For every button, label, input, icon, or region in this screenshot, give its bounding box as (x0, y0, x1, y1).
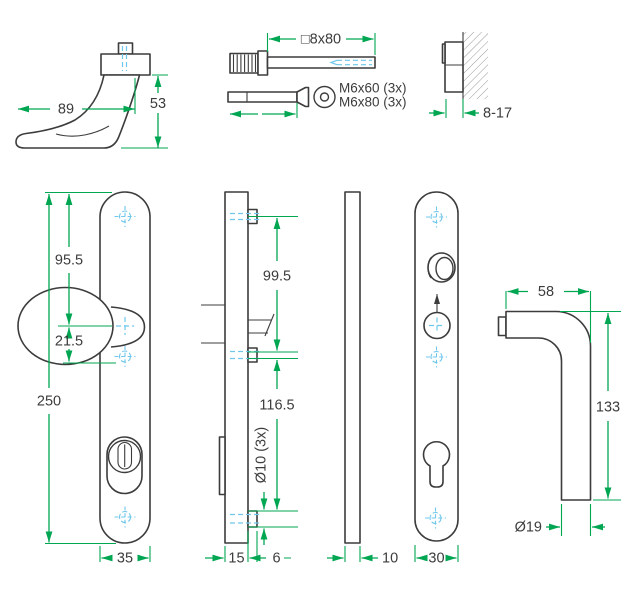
thread-lines (232, 54, 257, 72)
dim-upper-span: 99.5 (263, 269, 291, 285)
view-mounting: 8-17 (429, 32, 512, 122)
view-handle-side: 89 53 (15, 42, 168, 149)
spindle-stub (117, 42, 134, 55)
dim-total-height: 250 (37, 394, 61, 410)
dim-boss-diameter: Ø10 (3x) (254, 427, 270, 483)
mount-body (444, 41, 464, 93)
dim-outer-depth: 10 (382, 551, 398, 567)
view-outer-plate-profile: 10 (327, 191, 398, 567)
dim-handle-width: 89 (58, 102, 74, 118)
spindle-collar (257, 50, 269, 76)
handle-rose-bump (110, 306, 146, 348)
handle-front-body (505, 310, 592, 501)
dim-handle-height: 53 (150, 96, 166, 112)
extension-lines (121, 74, 168, 149)
extension-lines (344, 546, 361, 562)
door-hatching (463, 32, 488, 99)
cylinder-ring (107, 439, 142, 474)
screw-option-1: M6x60 (3x) (339, 81, 407, 96)
handle-grip-line (55, 125, 110, 137)
spindle-hole-end (329, 59, 338, 66)
extension-lines (505, 291, 621, 536)
spindle-hole-hidden-lines (337, 59, 372, 66)
view-inner-plate: 250 95.5 21.5 35 (17, 191, 151, 567)
spindle-side-lines (201, 304, 225, 344)
cylinder-profile (218, 436, 226, 496)
fixing-boss-mid (247, 347, 258, 363)
extension-lines (414, 545, 459, 562)
cylinder-collar-outer (427, 252, 456, 283)
handle-axis-icon (116, 317, 134, 335)
cylinder-collar-inner (435, 256, 454, 281)
extension-lines (45, 191, 151, 562)
fixing-boss-bottom (247, 510, 258, 528)
mount-lip (441, 43, 446, 64)
screw-shaft (227, 91, 298, 103)
dim-tube-diameter: Ø19 (515, 520, 542, 536)
dim-boss-depth: 6 (272, 551, 280, 567)
view-outer-plate: 30 (414, 191, 459, 567)
screw-option-2: M6x80 (3x) (339, 95, 407, 110)
dim-plate-depth: 15 (228, 551, 244, 567)
dim-handle-reach: 58 (538, 284, 554, 300)
cylinder-cap (117, 441, 133, 470)
extension-lines (266, 33, 376, 118)
view-fixings: □8x80 M6x60 (3x) M6x80 (3x) (227, 32, 407, 118)
view-handle-front: 58 133 Ø19 (497, 284, 621, 536)
dim-outer-width: 30 (428, 551, 444, 567)
spindle-hidden-lines (121, 46, 128, 71)
handle-body (15, 74, 141, 149)
dim-plate-width: 35 (117, 551, 133, 567)
handle-support-bracket (248, 313, 275, 337)
dim-handle-height: 133 (596, 400, 620, 416)
extension-lines (224, 215, 298, 562)
handle-spindle-stub (497, 316, 507, 337)
dim-top-to-handle: 95.5 (55, 253, 83, 269)
view-plate-profile: 99.5 116.5 Ø10 (3x) 15 6 (201, 191, 298, 567)
screw-head-front (313, 85, 336, 109)
dim-handle-to-fixing: 21.5 (55, 334, 83, 350)
handle-axis-icon (429, 317, 445, 334)
spindle-thread (229, 52, 259, 74)
extension-lines (445, 99, 464, 118)
plate-profile-body (224, 191, 249, 544)
spindle-rod (266, 56, 376, 69)
screw-socket-icon (319, 92, 330, 102)
dim-spindle: □8x80 (301, 32, 341, 48)
outer-plate-profile-body (344, 191, 361, 544)
euro-cylinder-keyhole (422, 441, 451, 488)
dim-door-range: 8-17 (483, 106, 512, 122)
handle-neck-block (100, 53, 151, 76)
cylinder-collar-band (427, 256, 432, 279)
dim-lower-span: 116.5 (259, 398, 294, 414)
screw-head (296, 86, 310, 108)
